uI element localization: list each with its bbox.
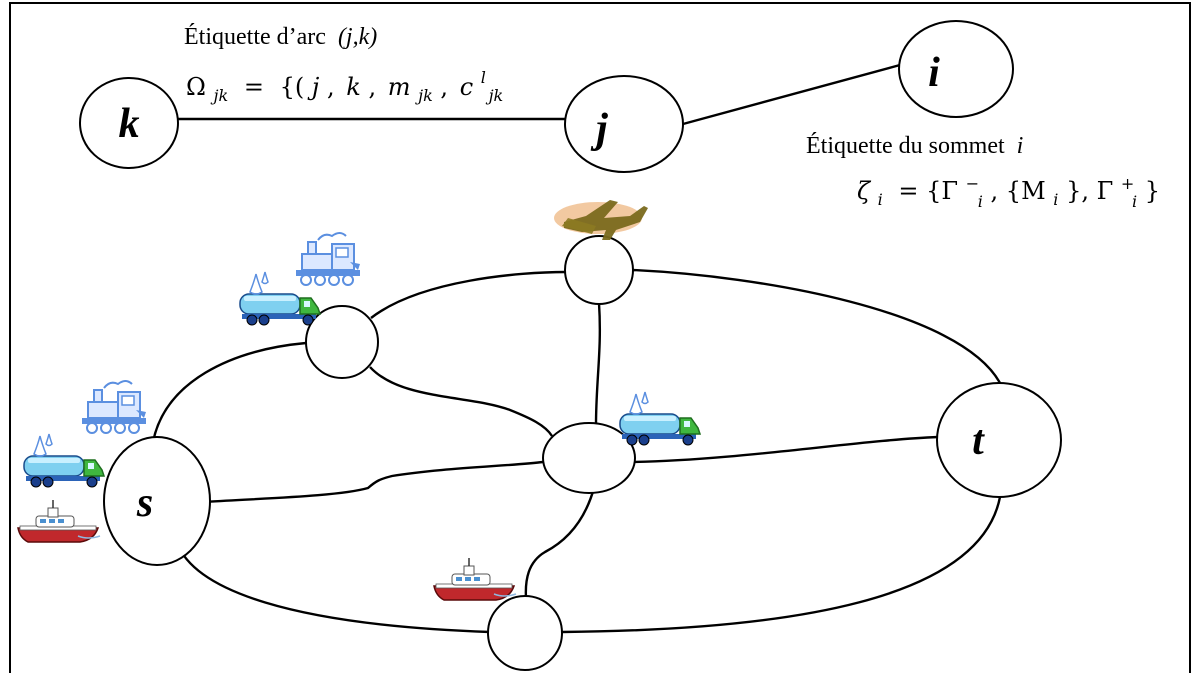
edge-s-bottom	[175, 542, 491, 634]
train-icon	[295, 232, 361, 286]
vertex-formula-set-m: , {M	[991, 177, 1046, 205]
arc-label-formula: Ω jk = {( j , k , m jk , c l jk	[186, 61, 503, 107]
edge-s-n1	[151, 341, 307, 443]
vertex-label-annotation: Étiquette du sommet i ζ i = {Γ − i , {M …	[806, 133, 1160, 213]
node-k-label: k	[119, 101, 140, 147]
edge-j-i	[682, 63, 901, 126]
edge-top-center	[594, 302, 602, 426]
node-i	[898, 20, 1014, 118]
arc-formula-m-sub: jk	[415, 86, 433, 105]
node-t	[936, 382, 1062, 498]
nodes	[79, 20, 1062, 671]
node-s	[103, 436, 211, 566]
node-hub-left	[305, 305, 379, 379]
arc-label-title: Étiquette d’arc (j,k)	[184, 24, 377, 50]
tanker-truck-icon	[619, 391, 701, 446]
arc-label-title-var: (j,k)	[338, 24, 377, 50]
vertex-formula-gamma-minus-sup: −	[966, 174, 979, 193]
node-i-label: i	[928, 50, 940, 96]
vertex-formula-set-close: }, Γ	[1066, 177, 1113, 205]
arc-formula-comma-1: ,	[327, 73, 335, 101]
edges	[151, 63, 1002, 634]
edge-center-t	[633, 435, 939, 464]
vertex-formula-zeta-sub: i	[878, 190, 883, 209]
vertex-label-title-var: i	[1017, 133, 1024, 159]
node-hub-top	[564, 235, 634, 305]
edge-n1-top	[370, 270, 567, 319]
arc-formula-omega-sub: jk	[211, 86, 229, 105]
airplane-icon	[554, 200, 648, 240]
vertex-formula-gamma-plus-sup: +	[1121, 174, 1134, 193]
train-icon	[81, 380, 147, 434]
vertex-label-title: Étiquette du sommet i	[806, 133, 1023, 159]
arc-formula-open: {(	[280, 73, 305, 101]
node-hub-bottom	[487, 595, 563, 671]
arc-label-annotation: Étiquette d’arc (j,k) Ω jk = {( j , k , …	[184, 24, 503, 107]
node-s-label: s	[136, 480, 153, 526]
edge-n1-center	[369, 366, 554, 437]
node-labels: k j i s t	[119, 50, 986, 526]
vertex-formula-gamma-plus-sub: i	[1132, 192, 1137, 211]
arc-formula-comma-2: ,	[368, 73, 376, 101]
node-t-label: t	[972, 418, 985, 464]
boat-icon	[17, 499, 101, 543]
arc-formula-m: m	[388, 73, 411, 101]
vertex-formula-end: }	[1145, 177, 1160, 205]
arc-formula-omega: Ω	[186, 73, 206, 101]
arc-formula-k: k	[346, 73, 361, 101]
vertex-label-formula: ζ i = {Γ − i , {M i }, Γ + i }	[857, 167, 1160, 213]
arc-formula-c: c	[460, 73, 473, 101]
arc-formula-c-sup: l	[481, 68, 486, 87]
arc-formula-eq: =	[244, 73, 264, 101]
vertex-formula-zeta: ζ	[857, 177, 872, 205]
edge-center-bottom	[524, 487, 596, 599]
diagram-frame	[9, 2, 1191, 673]
arc-formula-comma-3: ,	[440, 73, 448, 101]
arc-formula-j: j	[307, 73, 320, 101]
vertex-label-title-text: Étiquette du sommet	[806, 133, 1005, 159]
node-k	[79, 77, 179, 169]
node-j	[564, 75, 684, 173]
arc-label-title-text: Étiquette d’arc	[184, 24, 326, 50]
node-hub-center	[542, 422, 636, 494]
edge-bottom-t	[561, 496, 1002, 634]
vertex-formula-set-m-sub: i	[1053, 190, 1058, 209]
edge-s-center	[202, 460, 544, 504]
vertex-formula-gamma-sub: i	[978, 192, 983, 211]
boat-icon	[433, 557, 517, 601]
tanker-truck-icon	[23, 433, 105, 488]
arc-formula-c-sub: jk	[486, 86, 504, 105]
vertex-formula-rhs: = {Γ	[898, 177, 958, 205]
edge-top-t	[632, 268, 1002, 384]
